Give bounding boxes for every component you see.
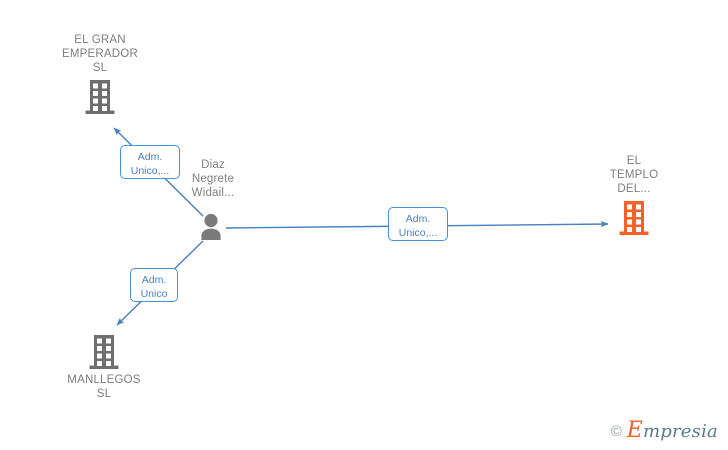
node-el-templo-del[interactable]: EL TEMPLO DEL... <box>574 154 694 236</box>
node-el-gran-emperador[interactable]: EL GRAN EMPERADOR SL <box>40 33 160 115</box>
node-label-manllegos: MANLLEGOS SL <box>67 374 141 400</box>
person-icon[interactable] <box>197 212 225 240</box>
node-diaz-negrete-widail[interactable] <box>151 212 271 240</box>
building-icon[interactable] <box>85 79 115 115</box>
brand-rest: mpresia <box>643 421 718 442</box>
node-label-diaz-negrete-widail: Diaz Negrete Widail... <box>191 159 235 199</box>
empresia-watermark: © Empresia <box>611 420 718 442</box>
brand-initial: E <box>626 418 644 443</box>
building-icon[interactable] <box>619 200 649 236</box>
node-manllegos[interactable]: MANLLEGOS SL <box>44 334 164 401</box>
node-label-el-gran-emperador: EL GRAN EMPERADOR SL <box>62 34 138 74</box>
brand-wordmark: Empresia <box>627 420 718 442</box>
node-label-el-templo-del: EL TEMPLO DEL... <box>609 155 659 195</box>
edge-label-el-templo-del[interactable]: Adm. Unico,... <box>388 207 448 241</box>
edge-label-el-gran-emperador[interactable]: Adm. Unico,... <box>120 145 180 179</box>
copyright-icon: © <box>610 422 622 440</box>
building-icon[interactable] <box>89 334 119 370</box>
edge-label-manllegos[interactable]: Adm. Unico <box>130 268 178 302</box>
